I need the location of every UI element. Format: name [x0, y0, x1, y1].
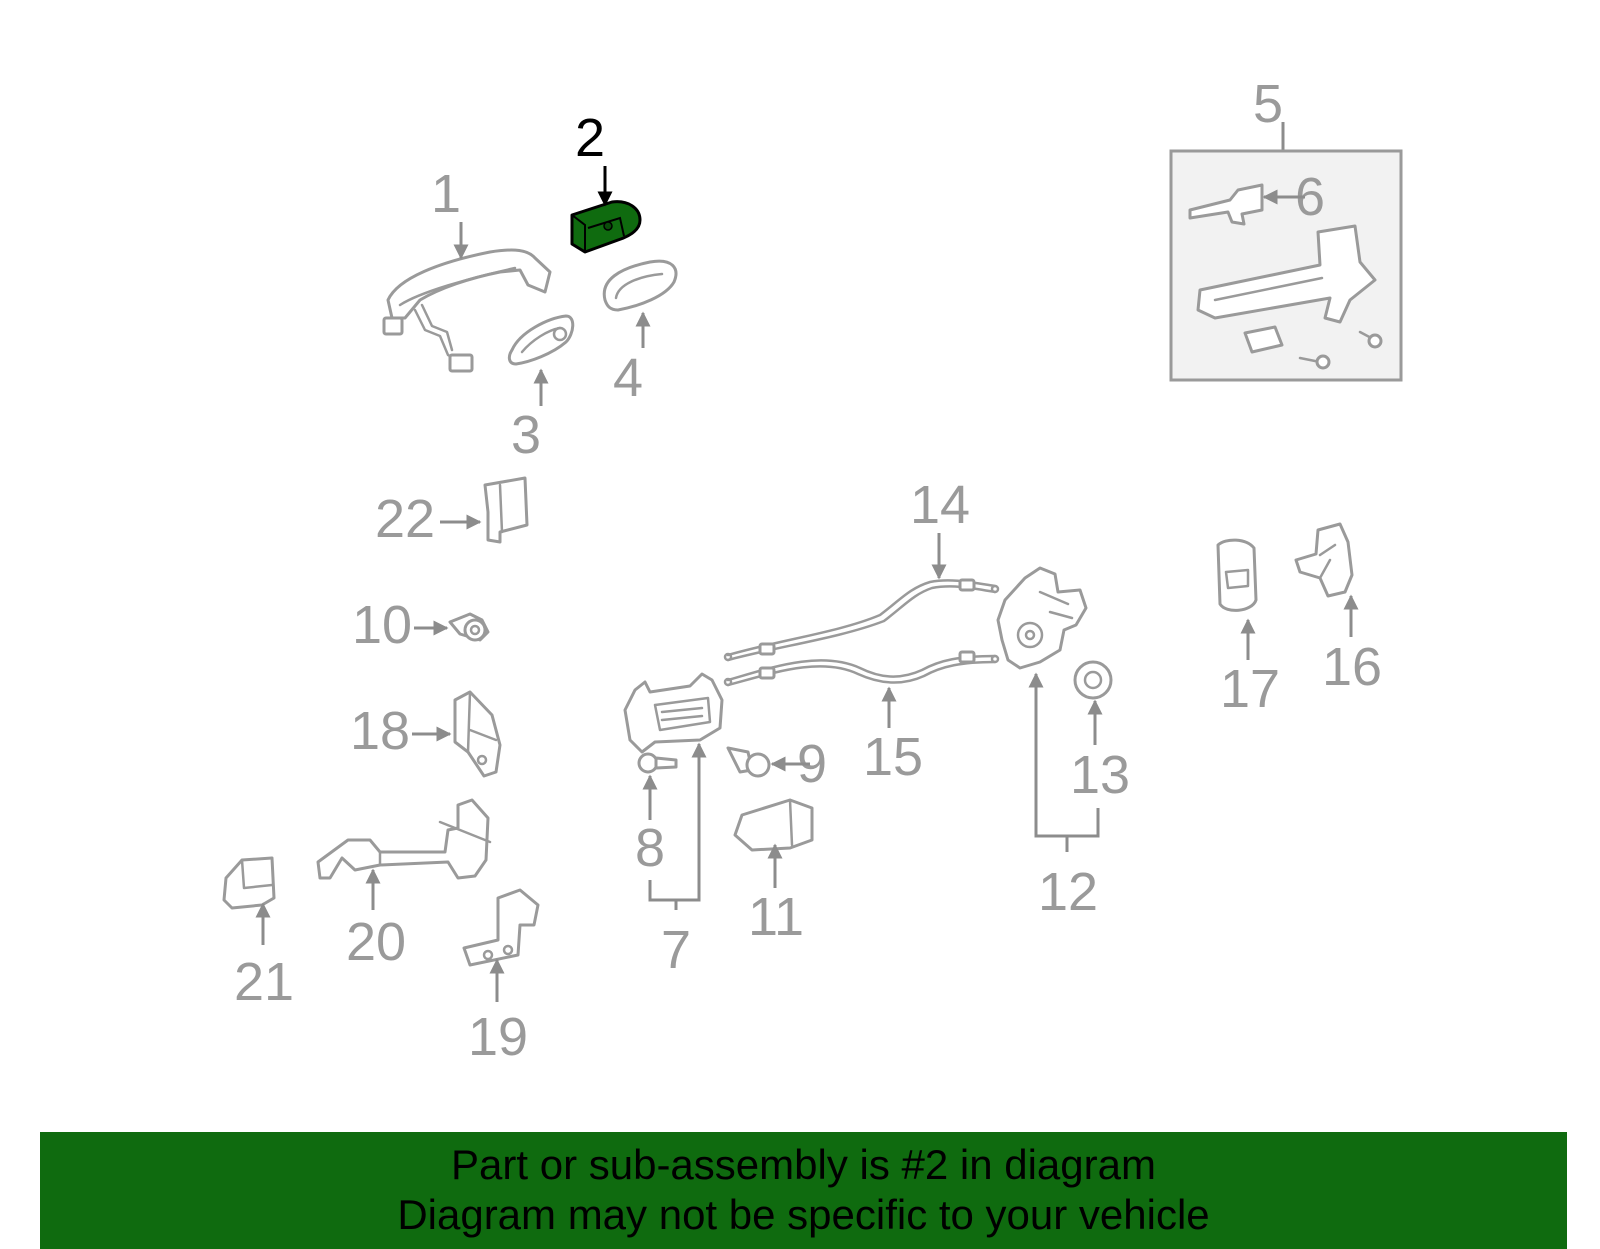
part-3-gasket[interactable]: [507, 314, 575, 366]
part-7-bracket-leaders: [648, 742, 707, 910]
callout-2: 2: [575, 108, 605, 168]
callout-7: 7: [661, 920, 691, 980]
part-8-screw[interactable]: [637, 752, 678, 774]
part-2-handle-cap[interactable]: [570, 200, 642, 254]
part-16-striker[interactable]: [1294, 522, 1354, 598]
callout-18: 18: [350, 701, 410, 761]
part-1-outside-handle[interactable]: [382, 248, 552, 373]
part-5-frame: [1196, 224, 1383, 370]
callout-1: 1: [431, 164, 461, 224]
callout-11: 11: [748, 887, 804, 947]
callout-8: 8: [635, 818, 665, 878]
part-12-door-lock[interactable]: [996, 566, 1088, 670]
callout-20: 20: [346, 912, 406, 972]
part-11-cover[interactable]: [733, 798, 814, 852]
part-10-grommet[interactable]: [448, 612, 490, 642]
part-18-bracket[interactable]: [453, 690, 502, 778]
callout-12: 12: [1038, 862, 1098, 922]
callout-5: 5: [1253, 74, 1283, 134]
part-5-assembly-box[interactable]: [1169, 149, 1403, 382]
part-21-block[interactable]: [222, 856, 276, 910]
part-6-clip[interactable]: [1188, 183, 1264, 226]
callout-19: 19: [468, 1007, 528, 1067]
banner-line-2: Diagram may not be specific to your vehi…: [397, 1191, 1210, 1238]
callout-10: 10: [352, 595, 412, 655]
callout-14: 14: [910, 475, 970, 535]
part-9-bolt[interactable]: [726, 746, 771, 778]
part-4-gasket[interactable]: [602, 259, 678, 312]
callout-16: 16: [1322, 637, 1382, 697]
part-19-hinge[interactable]: [462, 888, 540, 967]
callout-13: 13: [1070, 745, 1130, 805]
callout-17: 17: [1220, 659, 1280, 719]
part-7-inside-handle[interactable]: [623, 672, 724, 754]
part-22-bracket[interactable]: [483, 476, 529, 544]
part-17-striker-cover[interactable]: [1216, 538, 1258, 612]
part-13-grommet[interactable]: [1073, 660, 1113, 700]
part-14-cable[interactable]: [723, 578, 1000, 662]
part-12-bracket-leaders: [1028, 672, 1100, 852]
info-banner: Part or sub-assembly is #2 in diagram Di…: [40, 1132, 1567, 1249]
part-15-cable[interactable]: [723, 650, 1000, 687]
callout-4: 4: [613, 348, 643, 408]
callout-22: 22: [375, 489, 435, 549]
banner-line-1: Part or sub-assembly is #2 in diagram: [451, 1141, 1156, 1188]
callout-3: 3: [511, 405, 541, 465]
part-20-door-check[interactable]: [316, 798, 492, 880]
callout-21: 21: [234, 952, 294, 1012]
callout-15: 15: [863, 727, 923, 787]
